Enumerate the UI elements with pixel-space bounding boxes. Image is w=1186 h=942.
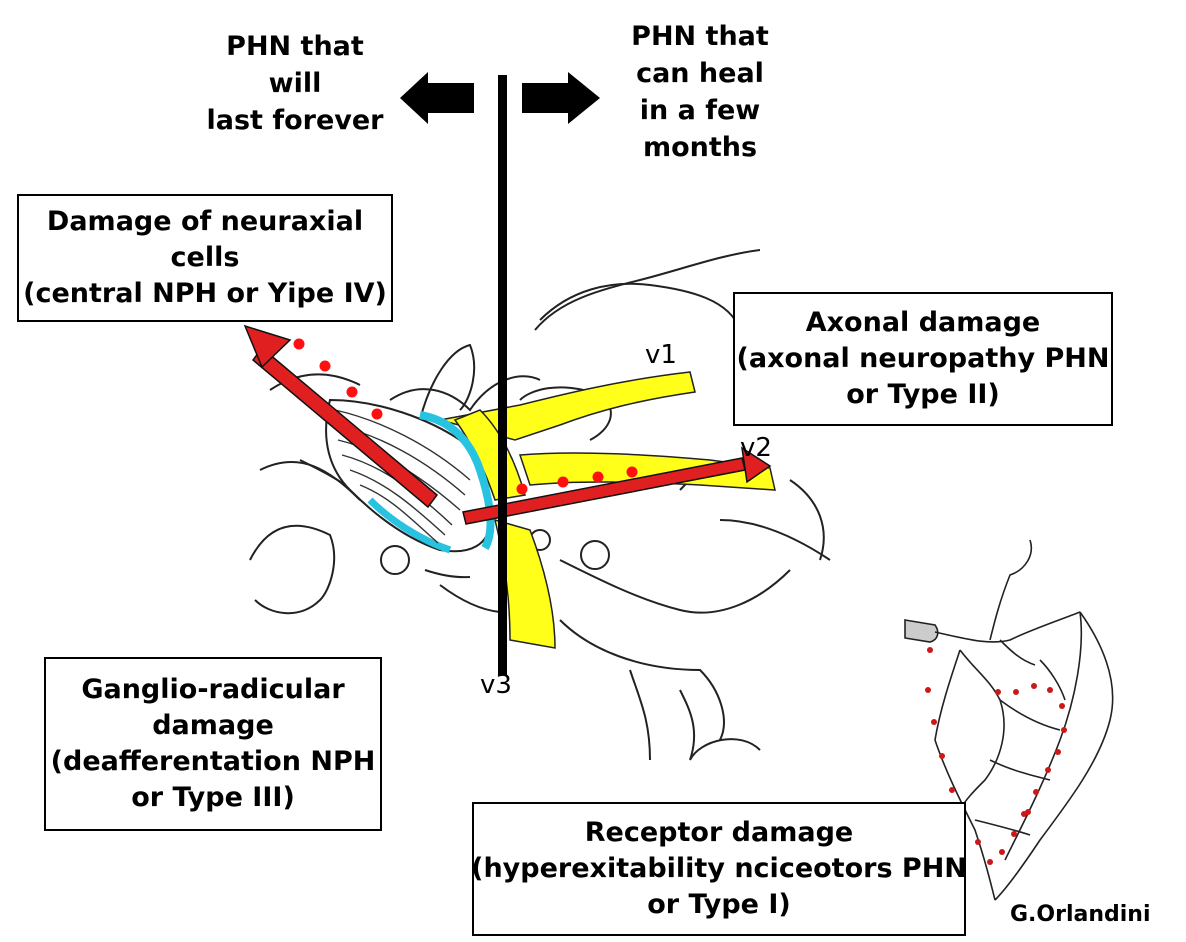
direction-arrows <box>400 72 600 124</box>
arrow-left-icon <box>400 72 474 124</box>
box-ganglio-radicular-damage: Ganglio-radicular damage (deafferentatio… <box>44 657 382 831</box>
label-last-forever: PHN that will last forever <box>206 31 384 136</box>
red-dots-axonal <box>516 466 638 495</box>
receptor-field-sketch <box>904 539 1114 901</box>
nerve-label-v3: v3 <box>480 670 512 700</box>
box-axonal-damage: Axonal damage (axonal neuropathy PHN or … <box>733 292 1113 426</box>
arrow-right-icon <box>522 72 600 124</box>
red-arrows <box>243 324 772 525</box>
label-heal-months: PHN that can heal in a few months <box>631 21 769 163</box>
box-neuraxial-damage: Damage of neuraxial cells (central NPH o… <box>17 194 393 322</box>
nerve-label-v2: v2 <box>740 433 772 463</box>
divider-line <box>498 75 507 675</box>
receptor-red-dots <box>925 647 1067 865</box>
author-signature: G.Orlandini <box>1010 902 1151 927</box>
nerve-label-v1: v1 <box>645 340 677 370</box>
red-dots-central <box>293 338 383 420</box>
box-receptor-damage: Receptor damage (hyperexitability nciceo… <box>471 802 967 936</box>
